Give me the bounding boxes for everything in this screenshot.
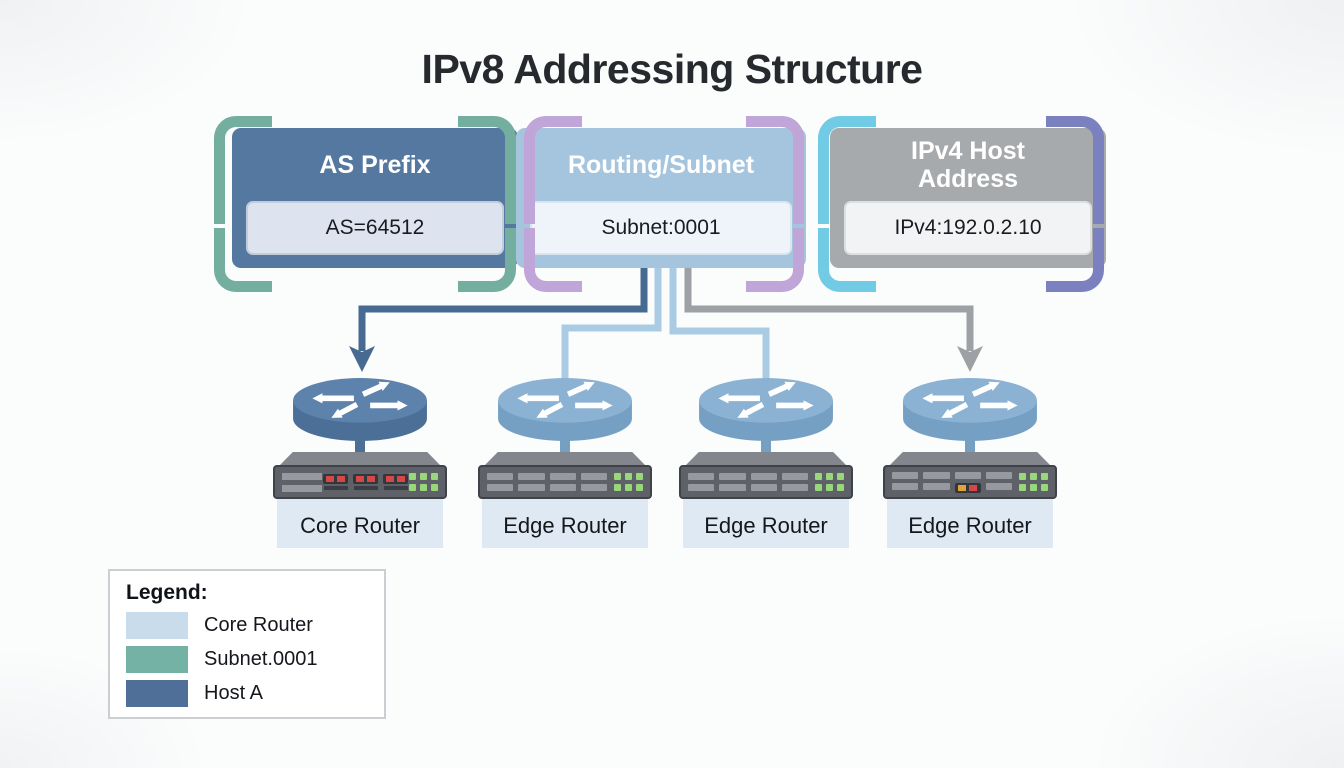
wire-subnet-to-edge-router-1 (561, 266, 662, 394)
switch-ports (487, 473, 607, 491)
legend-swatch-core-router (126, 612, 188, 639)
router-label: Edge Router (683, 490, 849, 548)
switch-chassis (478, 452, 652, 499)
field-routing-subnet: Routing/Subnet Subnet:0001 (516, 128, 806, 268)
switch-status-leds (815, 473, 844, 491)
wire-subnet-to-edge-router-2 (669, 266, 770, 394)
field-ipv4-host-label: IPv4 Host Address (830, 128, 1106, 201)
switch-chassis (679, 452, 853, 499)
legend-label: Host A (204, 682, 263, 704)
router-stem (965, 432, 975, 464)
router-disk-icon (699, 378, 833, 441)
router-group-edge-3: Edge Router (880, 374, 1060, 556)
switch-ports (892, 471, 1012, 493)
wire-as-prefix-to-core-router (358, 266, 648, 351)
switch-front-panel (273, 465, 447, 499)
router-label: Edge Router (482, 490, 648, 548)
switch-chassis (883, 452, 1057, 499)
switch-status-leds (614, 473, 643, 491)
legend-label: Subnet.0001 (204, 648, 318, 670)
legend-item: Host A (126, 680, 368, 707)
router-group-edge-2: Edge Router (676, 374, 856, 556)
router-disk-icon (498, 378, 632, 441)
router-disk-icon (293, 378, 427, 441)
field-ipv4-host-value: IPv4:192.0.2.10 (844, 201, 1092, 255)
switch-top-face (686, 452, 846, 465)
router-group-edge-1: Edge Router (475, 374, 655, 556)
arrowhead-edge-router-3 (957, 346, 983, 372)
switch-slots (282, 472, 322, 492)
router-group-core: Core Router (270, 374, 450, 556)
switch-front-panel (679, 465, 853, 499)
legend-item: Subnet.0001 (126, 646, 368, 673)
legend-item: Core Router (126, 612, 368, 639)
field-as-prefix: AS Prefix AS=64512 (232, 128, 518, 268)
switch-top-face (485, 452, 645, 465)
field-routing-subnet-value: Subnet:0001 (530, 201, 792, 255)
field-as-prefix-value: AS=64512 (246, 201, 504, 255)
switch-status-leds (1019, 473, 1048, 491)
router-stem (761, 432, 771, 464)
switch-chassis (273, 452, 447, 499)
legend-title: Legend: (126, 581, 208, 604)
arrowhead-core-router (349, 346, 375, 372)
field-ipv4-host-label-text: IPv4 Host Address (911, 136, 1025, 193)
page-title: IPv8 Addressing Structure (421, 46, 923, 92)
switch-front-panel (883, 465, 1057, 499)
switch-ports (688, 473, 808, 491)
switch-front-panel (478, 465, 652, 499)
switch-status-leds (409, 473, 438, 491)
legend: Legend: Core Router Subnet.0001 Host A (108, 569, 386, 719)
field-as-prefix-label: AS Prefix (319, 150, 431, 179)
legend-swatch-subnet (126, 646, 188, 673)
switch-indicator-module (954, 482, 981, 493)
switch-indicator-modules (323, 474, 408, 490)
switch-top-face (280, 452, 440, 465)
legend-label: Core Router (204, 614, 313, 636)
router-label: Core Router (277, 490, 443, 548)
field-routing-subnet-label: Routing/Subnet (567, 150, 755, 179)
router-stem (355, 432, 365, 464)
router-label: Edge Router (887, 490, 1053, 548)
wire-host-address-to-edge-router-3 (684, 266, 974, 351)
legend-swatch-host-a (126, 680, 188, 707)
router-stem (560, 432, 570, 464)
router-disk-icon (903, 378, 1037, 441)
switch-top-face (890, 452, 1050, 465)
field-ipv4-host-address: IPv4 Host Address IPv4:192.0.2.10 (830, 128, 1106, 268)
